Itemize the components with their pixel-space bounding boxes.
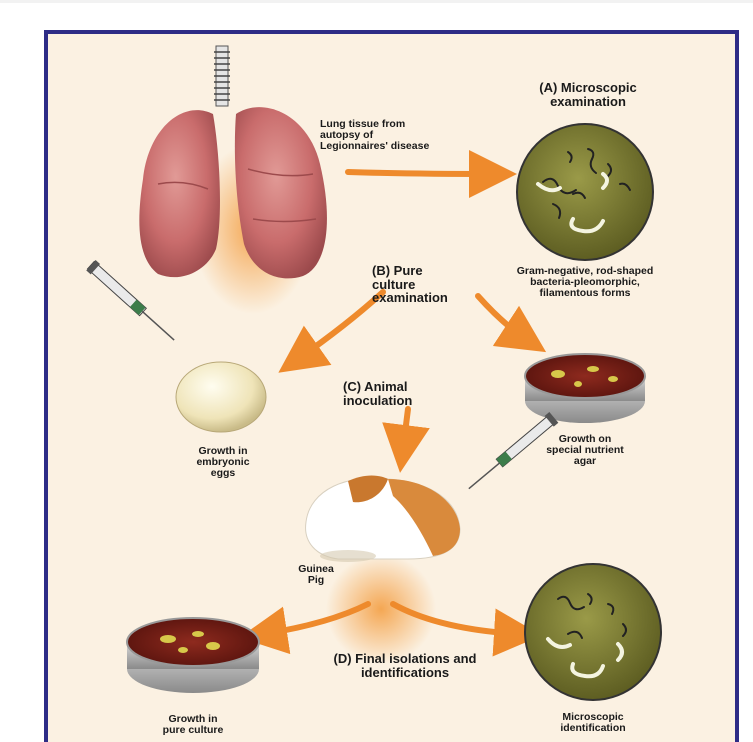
label-growth-pure: Growth in pure culture — [138, 714, 248, 736]
label-step-d: (D) Final isolations and identifications — [310, 652, 500, 679]
diagram-frame: Lung tissue from autopsy of Legionnaires… — [44, 30, 739, 742]
arrow-to-eggs — [298, 292, 383, 359]
arrow-to-agar — [478, 296, 526, 339]
guinea-pig-illustration — [306, 475, 460, 562]
microscope-field-d — [525, 564, 661, 700]
label-guinea-pig: Guinea Pig — [286, 564, 346, 586]
embryonic-egg — [176, 362, 266, 432]
agar-dish-right — [525, 354, 645, 423]
label-growth-eggs: Growth in embryonic eggs — [178, 446, 268, 479]
label-step-a: (A) Microscopic examination — [518, 81, 658, 108]
microscope-field-a — [517, 124, 653, 260]
label-growth-agar: Growth on special nutrient agar — [530, 434, 640, 467]
label-gram-negative: Gram-negative, rod-shaped bacteria-pleom… — [505, 266, 665, 299]
label-step-b: (B) Pure culture examination — [372, 264, 482, 305]
arrow-to-guinea-pig — [403, 409, 408, 449]
pure-culture-dish — [127, 618, 259, 693]
label-lung-tissue: Lung tissue from autopsy of Legionnaires… — [320, 119, 450, 152]
label-microscopic-identification: Microscopic identification — [538, 712, 648, 734]
page-top-strip — [0, 0, 753, 3]
arrow-to-microscope-a — [348, 172, 493, 174]
label-step-c: (C) Animal inoculation — [343, 380, 463, 407]
